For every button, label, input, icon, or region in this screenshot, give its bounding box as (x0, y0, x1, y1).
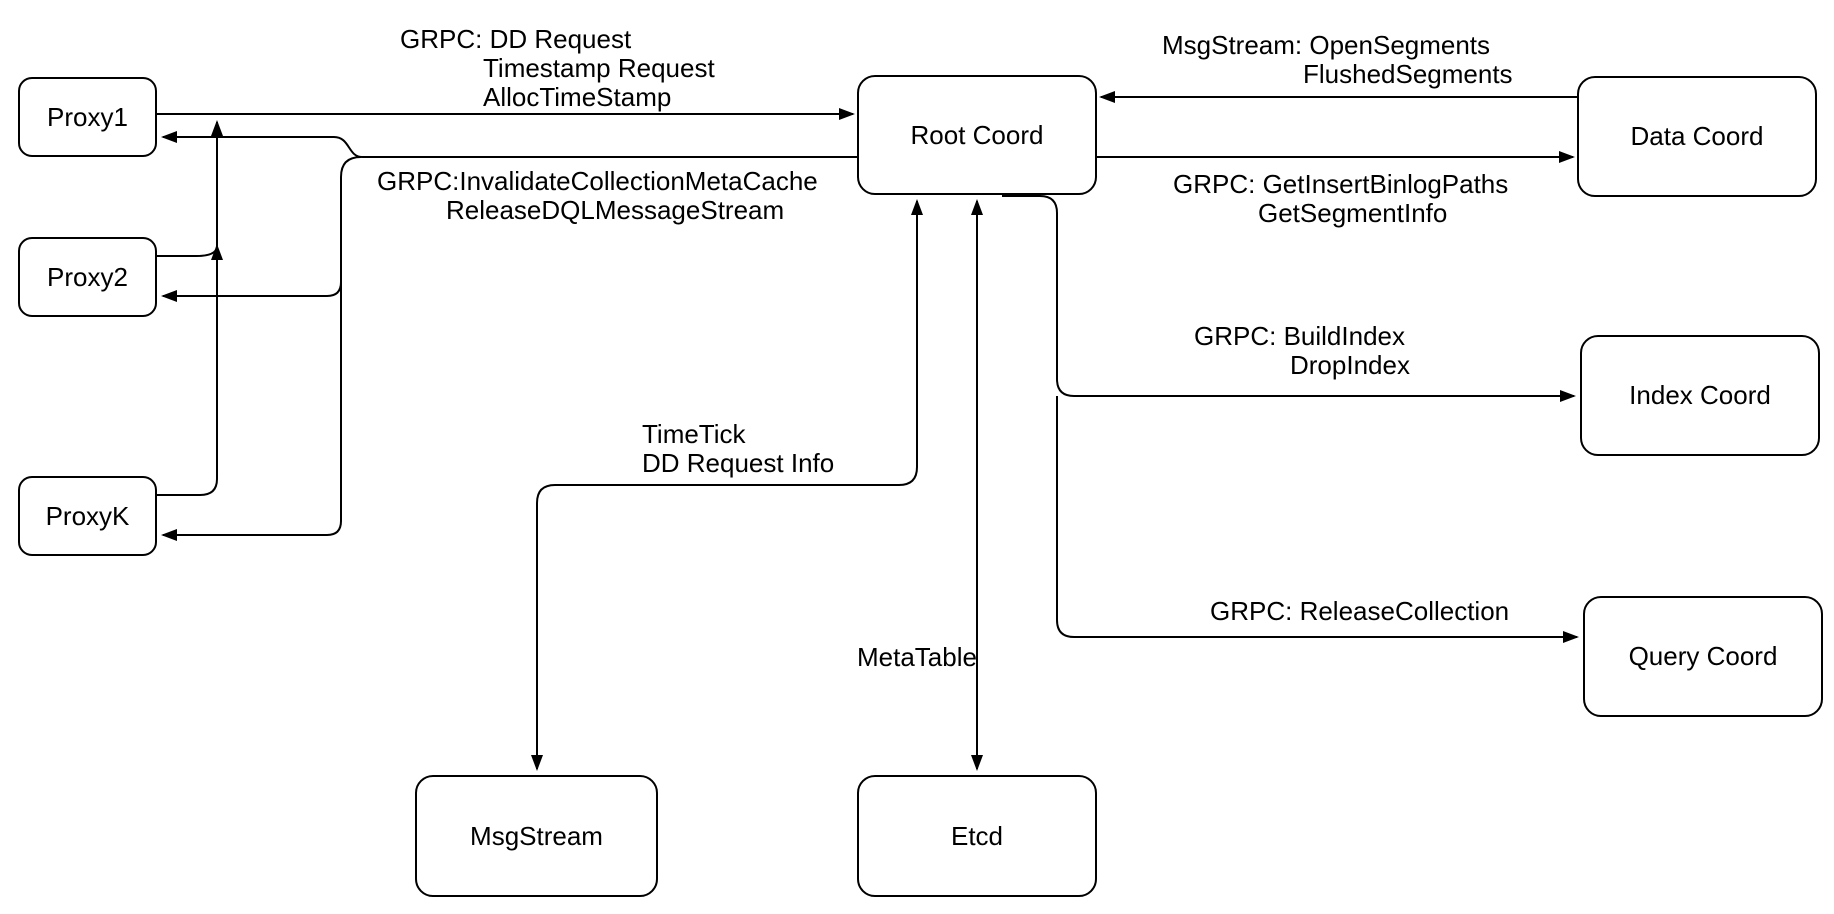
edge-label-line: DD Request Info (642, 448, 835, 478)
edge-proxyk-join-request-line (157, 120, 223, 496)
node-msgstream-label: MsgStream (470, 820, 603, 851)
node-etcd: Etcd (857, 775, 1097, 897)
node-query-coord: Query Coord (1583, 596, 1823, 717)
node-etcd-label: Etcd (950, 820, 1004, 851)
node-data-coord: Data Coord (1577, 76, 1817, 197)
node-proxy1: Proxy1 (18, 77, 157, 157)
node-data-coord-label: Data Coord (1630, 121, 1764, 151)
edge-label-line: GRPC: ReleaseCollection (1210, 596, 1510, 626)
edge-label-line: MetaTable (857, 642, 977, 672)
node-index-coord-label: Index Coord (1629, 380, 1771, 410)
node-proxy2-label: Proxy2 (47, 261, 128, 292)
edge-label-line: TimeTick (642, 419, 746, 449)
edge-label-line: AllocTimeStamp (483, 82, 672, 112)
edge-label-line: MsgStream: OpenSegments (1162, 30, 1491, 60)
edge-rootcoord-to-proxy1 (161, 131, 857, 158)
edge-label-line: GetSegmentInfo (1258, 198, 1448, 228)
node-proxyk: ProxyK (18, 476, 157, 556)
node-index-coord: Index Coord (1580, 335, 1820, 456)
node-root-coord: Root Coord (857, 75, 1097, 195)
edge-label-root-to-data: GRPC: GetInsertBinlogPaths GetSegmentInf… (1173, 170, 1508, 228)
edge-label-line: GRPC: BuildIndex (1194, 321, 1405, 351)
edge-label-line: GRPC: GetInsertBinlogPaths (1173, 169, 1509, 199)
edge-label-line: FlushedSegments (1303, 59, 1513, 89)
node-proxy1-label: Proxy1 (47, 101, 128, 132)
node-proxy2: Proxy2 (18, 237, 157, 317)
edge-label-root-to-query: GRPC: ReleaseCollection (1210, 597, 1509, 626)
edge-rootcoord-to-querycoord (1056, 396, 1579, 643)
edge-label-line: GRPC:InvalidateCollectionMetaCache (377, 166, 818, 196)
edge-rootcoord-to-proxy2 (161, 281, 342, 302)
edge-label-root-to-etcd: MetaTable (857, 643, 977, 672)
node-msgstream: MsgStream (415, 775, 658, 897)
edge-proxy2-join-request-line (157, 244, 223, 261)
edge-label-line: ReleaseDQLMessageStream (446, 195, 785, 225)
edge-rootcoord-to-indexcoord (1002, 195, 1576, 402)
edge-rootcoord-proxies-branch (161, 156, 362, 541)
edge-label-data-to-root: MsgStream: OpenSegments FlushedSegments (1162, 31, 1513, 89)
edge-rootcoord-msgstream (531, 199, 923, 771)
node-proxyk-label: ProxyK (45, 500, 130, 531)
node-root-coord-label: Root Coord (910, 119, 1044, 150)
edge-label-line: GRPC: DD Request (400, 24, 632, 54)
edge-label-root-to-proxies: GRPC:InvalidateCollectionMetaCache Relea… (377, 167, 818, 225)
edge-label-root-to-msgstream: TimeTick DD Request Info (642, 420, 834, 478)
node-query-coord-label: Query Coord (1628, 641, 1778, 671)
edge-label-line: DropIndex (1290, 350, 1410, 380)
edge-label-root-to-index: GRPC: BuildIndex DropIndex (1194, 322, 1410, 380)
edge-label-proxies-to-root: GRPC: DD Request Timestamp Request Alloc… (400, 25, 715, 112)
edge-label-line: Timestamp Request (483, 53, 715, 83)
